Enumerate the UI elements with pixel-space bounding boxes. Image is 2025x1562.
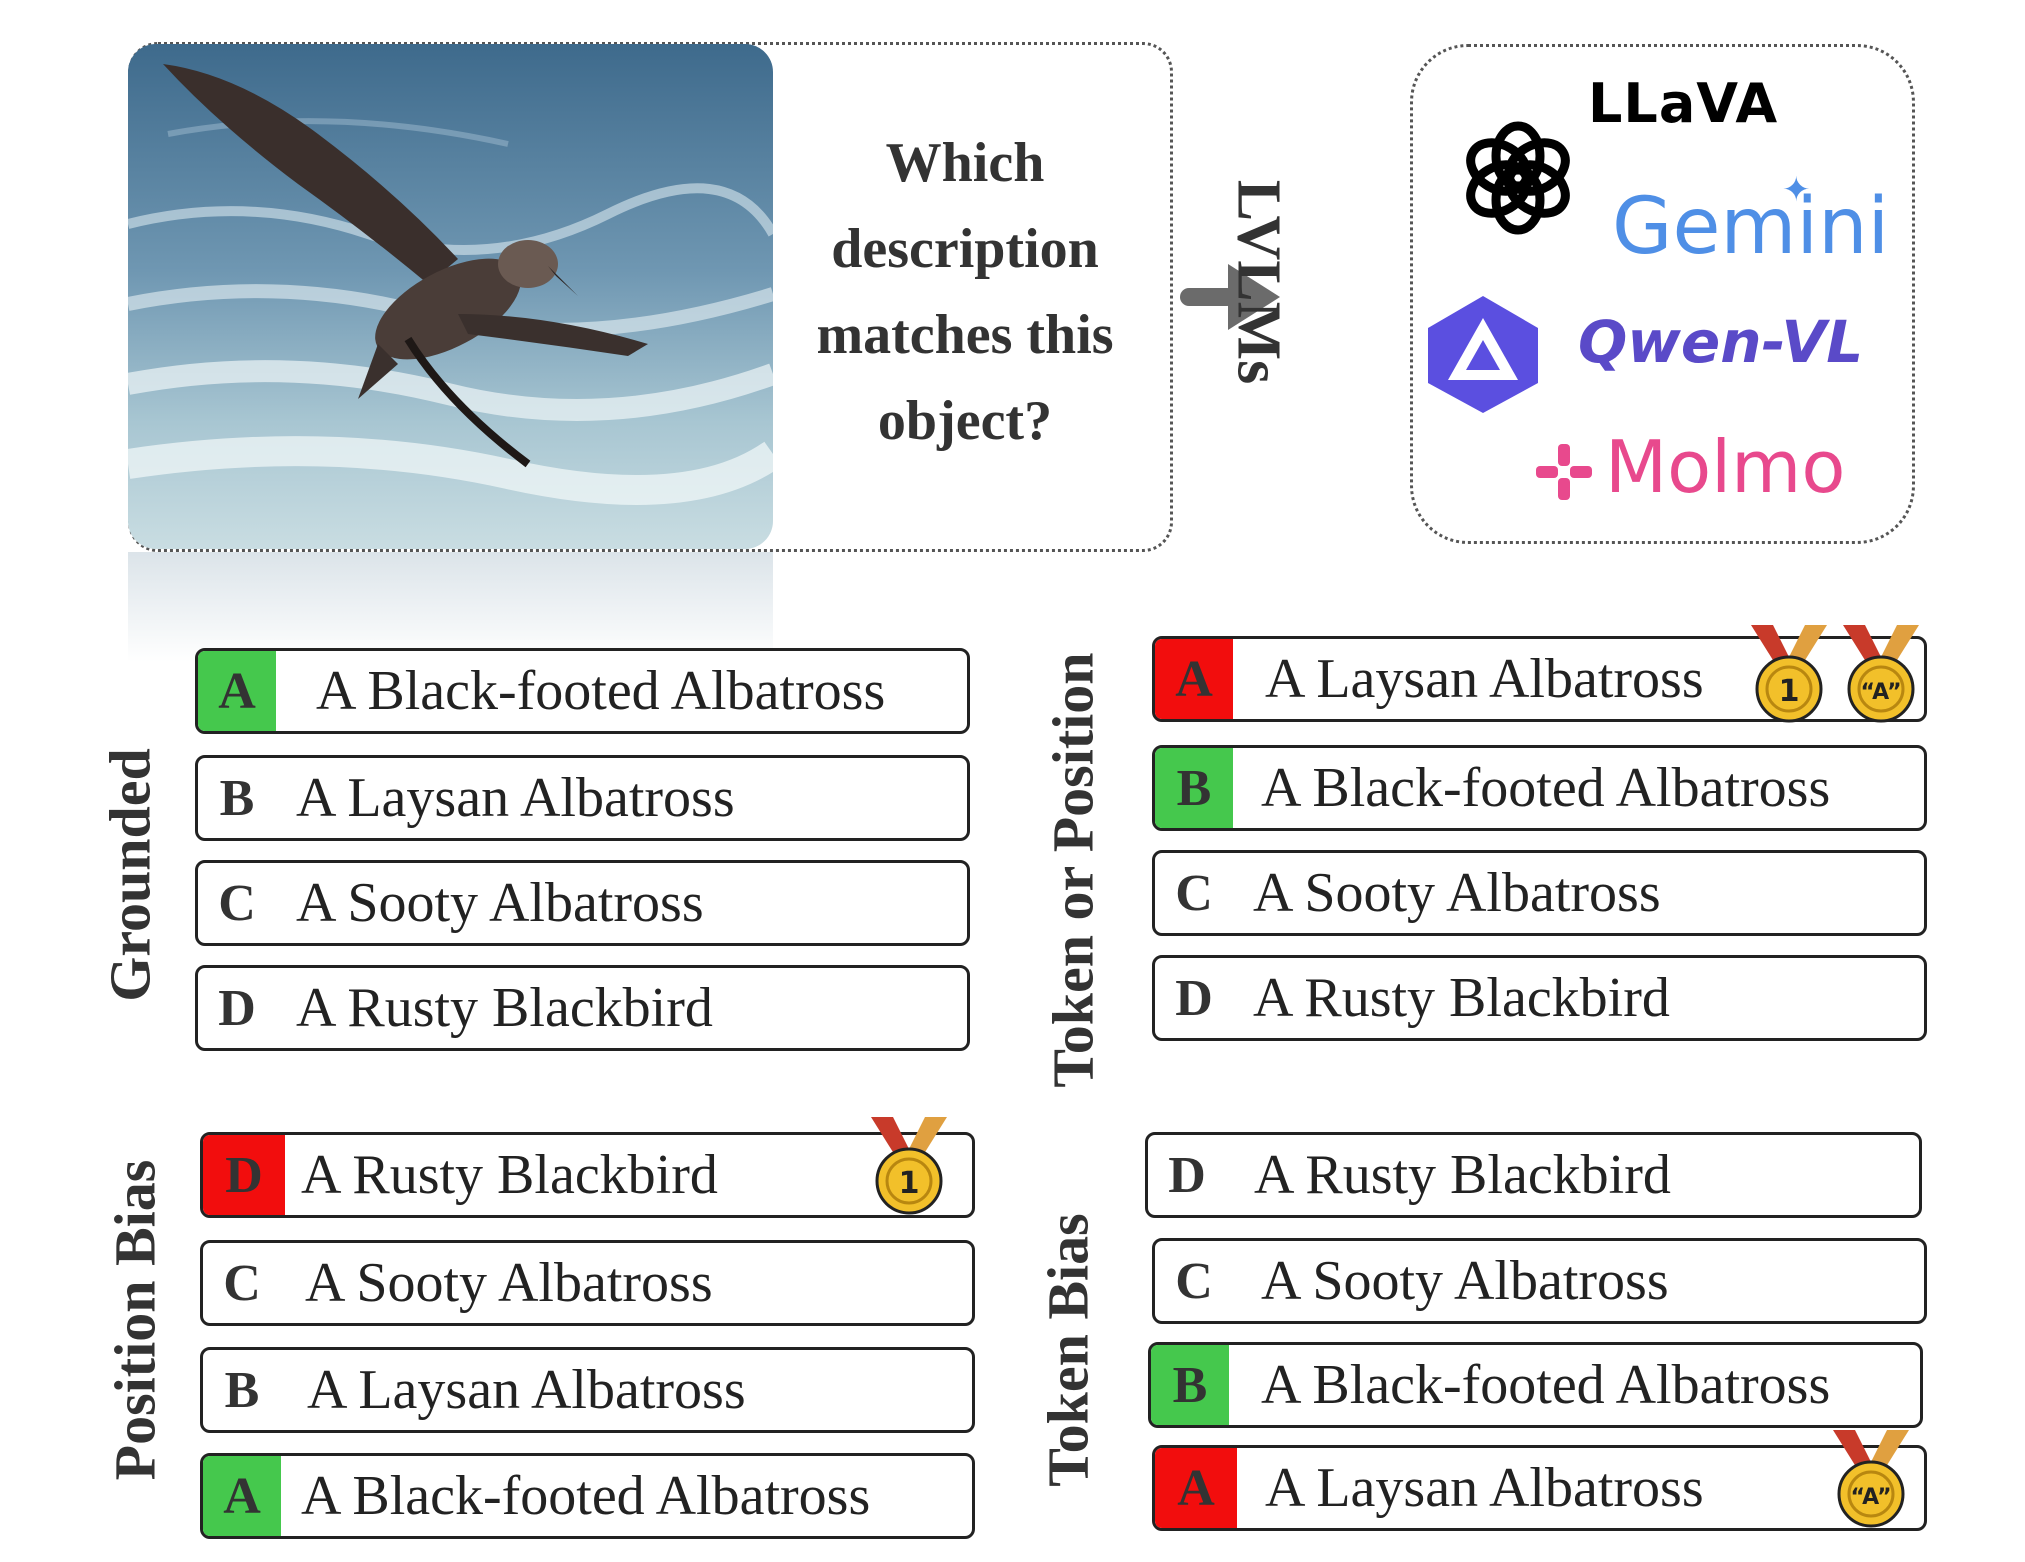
- gemini-logo: Gemini: [1612, 182, 1890, 272]
- option-text: A Laysan Albatross: [1265, 648, 1704, 710]
- option-letter: B: [219, 769, 255, 827]
- question-line: Which: [885, 132, 1045, 194]
- option-text: A Rusty Blackbird: [301, 1144, 718, 1206]
- option-text: A Laysan Albatross: [1265, 1457, 1704, 1519]
- option-text: A Sooty Albatross: [296, 872, 704, 934]
- position-bias-option-a: A A Black-footed Albatross: [200, 1453, 975, 1539]
- option-letter: D: [1168, 1146, 1206, 1204]
- option-letter: A: [1155, 1448, 1237, 1528]
- qwen-icon: [1418, 288, 1548, 423]
- option-letter: D: [218, 979, 256, 1037]
- position-bias-option-c: C A Sooty Albatross: [200, 1240, 975, 1326]
- medal-token-a-icon: “A”: [1825, 1430, 1917, 1535]
- option-text: A Rusty Blackbird: [1254, 1144, 1671, 1206]
- option-letter: A: [203, 1456, 281, 1536]
- token-or-position-option-d: D A Rusty Blackbird: [1152, 955, 1927, 1041]
- position-bias-label: Position Bias: [102, 1159, 168, 1481]
- llava-logo: LLaVA: [1588, 72, 1779, 135]
- arrow-right-icon: [1180, 262, 1280, 337]
- lvlms-label: LVLMs: [1224, 179, 1293, 385]
- grounded-option-d: D A Rusty Blackbird: [195, 965, 970, 1051]
- option-text: A Black-footed Albatross: [1261, 1354, 1831, 1416]
- grounded-option-a: A A Black-footed Albatross: [195, 648, 970, 734]
- grounded-option-b: B A Laysan Albatross: [195, 755, 970, 841]
- grounded-option-c: C A Sooty Albatross: [195, 860, 970, 946]
- option-text: A Black-footed Albatross: [1261, 757, 1831, 819]
- position-bias-option-b: B A Laysan Albatross: [200, 1347, 975, 1433]
- gemini-star-icon: ✦: [1782, 170, 1811, 210]
- option-letter: B: [1151, 1345, 1229, 1425]
- option-letter: C: [1175, 1252, 1213, 1310]
- option-letter: B: [1155, 748, 1233, 828]
- medal-text: 1: [1779, 674, 1800, 709]
- option-text: A Laysan Albatross: [307, 1359, 746, 1421]
- qwen-logo: Qwen-VL: [1578, 308, 1864, 376]
- option-text: A Rusty Blackbird: [1253, 967, 1670, 1029]
- option-letter: C: [1175, 864, 1213, 922]
- option-text: A Rusty Blackbird: [296, 977, 713, 1039]
- models-card: [1410, 44, 1915, 544]
- token-bias-option-c: C A Sooty Albatross: [1152, 1238, 1927, 1324]
- albatross-photo: [128, 44, 773, 549]
- question-text: Which description matches this object?: [790, 120, 1140, 464]
- medal-text: “A”: [1850, 1485, 1891, 1510]
- token-or-position-option-a: A A Laysan Albatross 1 “A”: [1152, 625, 1927, 723]
- token-bias-label: Token Bias: [1035, 1213, 1101, 1487]
- medal-text: “A”: [1860, 680, 1901, 705]
- option-text: A Black-footed Albatross: [301, 1465, 871, 1527]
- option-letter: D: [1175, 969, 1213, 1027]
- option-text: A Sooty Albatross: [1261, 1250, 1669, 1312]
- openai-icon: [1458, 118, 1578, 243]
- grounded-label: Grounded: [97, 748, 163, 1002]
- token-bias-option-b: B A Black-footed Albatross: [1148, 1342, 1923, 1428]
- option-text: A Sooty Albatross: [305, 1252, 713, 1314]
- token-or-position-label: Token or Position: [1040, 652, 1106, 1088]
- option-letter: B: [224, 1361, 260, 1419]
- option-letter: C: [223, 1254, 261, 1312]
- token-or-position-option-b: B A Black-footed Albatross: [1152, 745, 1927, 831]
- option-text: A Black-footed Albatross: [316, 660, 886, 722]
- question-line: object?: [877, 390, 1053, 452]
- medal-token-a-icon: “A”: [1835, 625, 1927, 730]
- question-line: matches this: [816, 304, 1114, 366]
- option-letter: A: [1155, 639, 1233, 719]
- option-letter: D: [203, 1135, 285, 1215]
- medal-text: 1: [899, 1166, 920, 1201]
- option-letter: A: [198, 651, 276, 731]
- question-line: description: [831, 218, 1099, 280]
- photo-reflection: [128, 552, 773, 662]
- token-bias-option-d: D A Rusty Blackbird: [1145, 1132, 1922, 1218]
- medal-first-icon: 1: [1743, 625, 1835, 730]
- position-bias-option-d: D A Rusty Blackbird 1: [200, 1117, 975, 1218]
- molmo-icon: [1532, 440, 1596, 509]
- medal-first-icon: 1: [863, 1117, 955, 1222]
- token-bias-option-a: A A Laysan Albatross “A”: [1152, 1430, 1927, 1531]
- molmo-logo: Molmo: [1605, 425, 1846, 509]
- option-text: A Sooty Albatross: [1253, 862, 1661, 924]
- option-letter: C: [218, 874, 256, 932]
- token-or-position-option-c: C A Sooty Albatross: [1152, 850, 1927, 936]
- option-text: A Laysan Albatross: [296, 767, 735, 829]
